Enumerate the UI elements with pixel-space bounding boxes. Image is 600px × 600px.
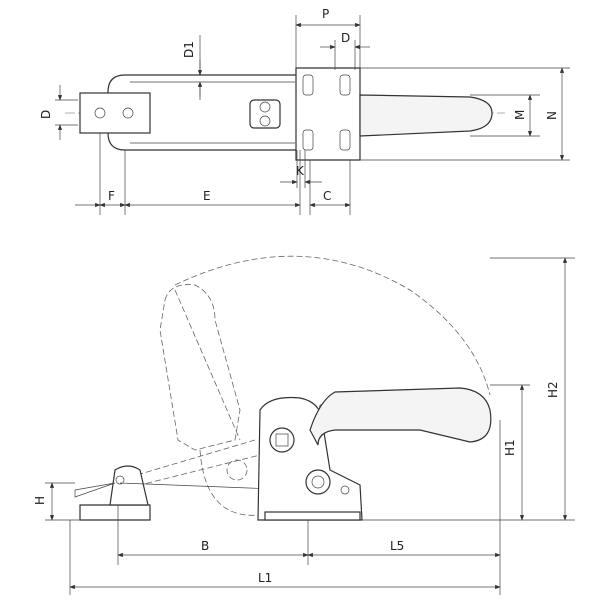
dim-label-l1: L1: [258, 571, 272, 585]
base-plate: [79, 504, 151, 521]
spindle-plate: [79, 92, 151, 134]
dim-label-n: N: [545, 111, 559, 120]
dim-label-p: P: [322, 7, 329, 21]
handle-side: [309, 387, 492, 446]
dim-label-k: K: [296, 164, 305, 178]
dim-label-l5: L5: [390, 539, 404, 553]
dim-label-h2: H2: [546, 381, 560, 398]
dim-label-d-left: D: [39, 110, 53, 119]
spindle-holder: [109, 465, 149, 506]
dim-label-c: C: [323, 189, 331, 203]
dim-label-d1: D1: [182, 41, 196, 58]
dim-label-e: E: [203, 189, 211, 203]
side-view: H2 H1 H B L5 L1: [33, 255, 575, 595]
dim-label-h1: H1: [503, 439, 517, 456]
handle: [359, 94, 493, 137]
dim-label-h: H: [33, 496, 47, 505]
linkage: [249, 99, 281, 129]
open-handle-ghost: [159, 284, 241, 451]
dim-label-f: F: [108, 189, 115, 203]
dim-label-m: M: [513, 110, 527, 120]
top-view: P D D1 D M N F E K C: [39, 7, 570, 215]
mount-plate: [264, 511, 361, 521]
swing-arc: [174, 255, 491, 396]
dim-label-b: B: [201, 539, 209, 553]
clamp-body: [295, 67, 361, 161]
dim-label-d-top: D: [341, 31, 350, 45]
